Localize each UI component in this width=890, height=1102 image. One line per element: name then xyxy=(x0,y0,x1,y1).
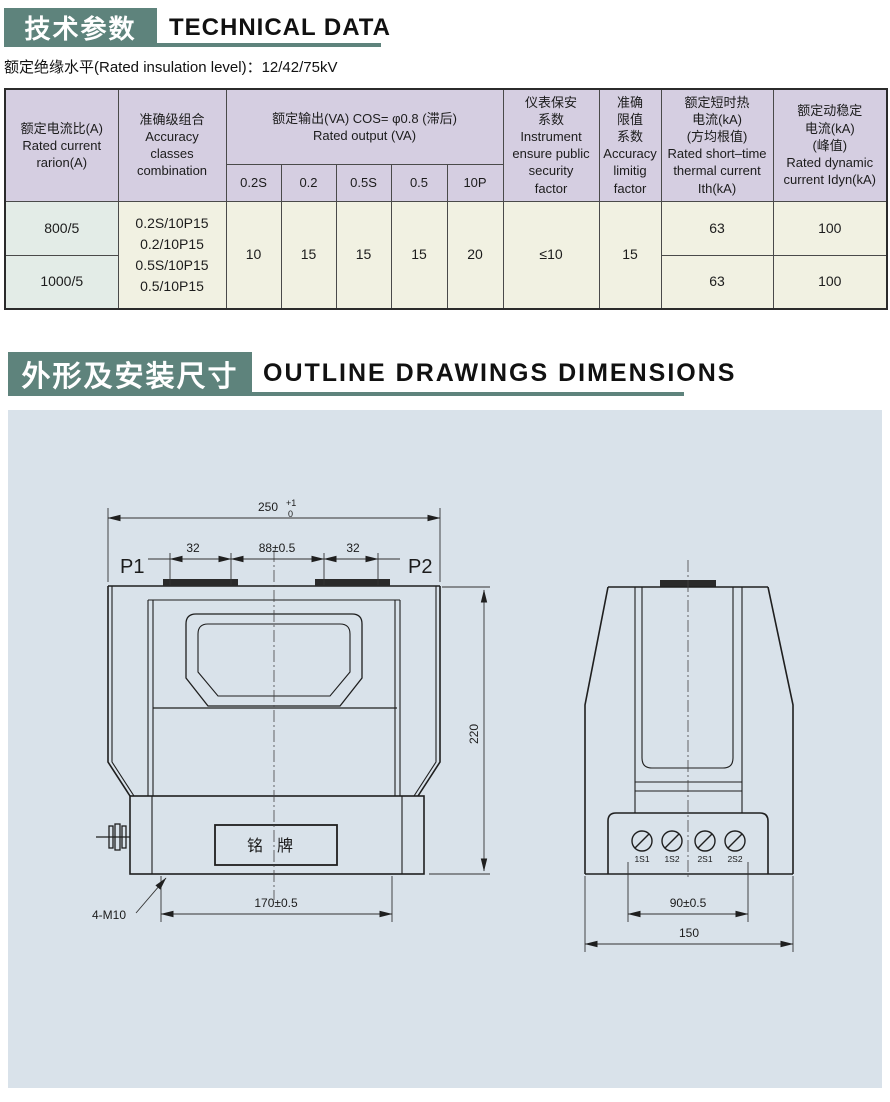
header-dynamic-current: 额定动稳定 电流(kA) (峰值) Rated dynamic current … xyxy=(772,88,888,202)
section1-underline xyxy=(157,43,381,47)
cell-output-02: 15 xyxy=(280,200,337,310)
cell-ratio-1000-5: 1000/5 xyxy=(4,254,119,310)
cell-output-02s: 10 xyxy=(225,200,282,310)
outline-drawing-svg: 铭牌 250 +1 0 32 88±0.5 32 P1 P2 220 170±0… xyxy=(92,498,794,952)
terminal-label-2s2: 2S2 xyxy=(727,854,742,864)
header-instrument-security-factor: 仪表保安 系数 Instrument ensure public securit… xyxy=(502,88,600,202)
cell-accuracy-limit: 15 xyxy=(598,200,662,310)
section1-badge: 技术参数 xyxy=(4,8,157,47)
header-accuracy-classes: 准确级组合 Accuracy classes combination xyxy=(117,88,227,202)
terminal-label-1s2: 1S2 xyxy=(664,854,679,864)
header-rated-output-group: 额定输出(VA) COS= φ0.8 (滞后) Rated output (VA… xyxy=(225,88,504,165)
cell-instrument-factor: ≤10 xyxy=(502,200,600,310)
side-dimensions xyxy=(584,862,794,952)
dim-overall-250: 250 xyxy=(258,500,278,514)
terminal-label-2s1: 2S1 xyxy=(697,854,712,864)
dim-overall-tol-minus: 0 xyxy=(288,509,293,519)
ground-bolt xyxy=(96,823,130,851)
cell-dynamic-2: 100 xyxy=(772,254,888,310)
front-view xyxy=(96,579,441,875)
dim-overall-tol-plus: +1 xyxy=(286,498,296,508)
terminal-screws xyxy=(631,830,746,852)
section1-title-en: TECHNICAL DATA xyxy=(169,14,391,41)
table-row: 800/5 0.2S/10P15 0.2/10P15 0.5S/10P15 0.… xyxy=(4,200,888,310)
dim-base-width-150: 150 xyxy=(679,926,699,940)
dim-height-220: 220 xyxy=(467,724,481,744)
dim-base-170: 170±0.5 xyxy=(254,896,298,910)
header-accuracy-limit-factor: 准确 限值 系数 Accuracy limitig factor xyxy=(598,88,662,202)
cell-output-10p: 20 xyxy=(446,200,504,310)
technical-data-table: 额定电流比(A) Rated current rarion(A) 准确级组合 A… xyxy=(4,88,889,310)
cell-output-05: 15 xyxy=(390,200,448,310)
cell-accuracy-combo: 0.2S/10P15 0.2/10P15 0.5S/10P15 0.5/10P1… xyxy=(117,200,227,310)
header-subcol-02s: 0.2S xyxy=(225,163,282,202)
cell-dynamic-1: 100 xyxy=(772,200,888,256)
dim-terminal-span-90: 90±0.5 xyxy=(670,896,707,910)
table-row: 1000/5 63 100 xyxy=(4,254,888,310)
section2-title-en: OUTLINE DRAWINGS DIMENSIONS xyxy=(263,359,737,387)
side-view xyxy=(584,580,794,875)
terminal-p1-label: P1 xyxy=(120,556,144,578)
thread-label-4m10: 4-M10 xyxy=(92,908,126,922)
header-rated-current-ratio: 额定电流比(A) Rated current rarion(A) xyxy=(4,88,119,202)
dim-pad-left-32: 32 xyxy=(186,541,200,555)
section2-underline xyxy=(252,392,684,396)
terminal-label-1s1: 1S1 xyxy=(634,854,649,864)
cell-output-05s: 15 xyxy=(335,200,392,310)
cell-short-time-1: 63 xyxy=(660,200,774,256)
terminal-p2-label: P2 xyxy=(408,556,432,578)
outline-drawing-panel: 铭牌 250 +1 0 32 88±0.5 32 P1 P2 220 170±0… xyxy=(8,410,882,1088)
header-subcol-02: 0.2 xyxy=(280,163,337,202)
section2-badge: 外形及安装尺寸 xyxy=(8,352,252,396)
dim-center-88: 88±0.5 xyxy=(259,541,296,555)
header-short-time-thermal-current: 额定短时热 电流(kA) (方均根值) Rated short–time the… xyxy=(660,88,774,202)
dim-pad-right-32: 32 xyxy=(346,541,360,555)
cell-short-time-2: 63 xyxy=(660,254,774,310)
header-subcol-10p: 10P xyxy=(446,163,504,202)
header-subcol-05: 0.5 xyxy=(390,163,448,202)
nameplate-label: 铭牌 xyxy=(247,837,307,855)
front-dimensions xyxy=(107,508,490,922)
insulation-level-note: 额定绝缘水平(Rated insulation level)：12/42/75k… xyxy=(4,59,338,76)
header-subcol-05s: 0.5S xyxy=(335,163,392,202)
cell-ratio-800-5: 800/5 xyxy=(4,200,119,256)
